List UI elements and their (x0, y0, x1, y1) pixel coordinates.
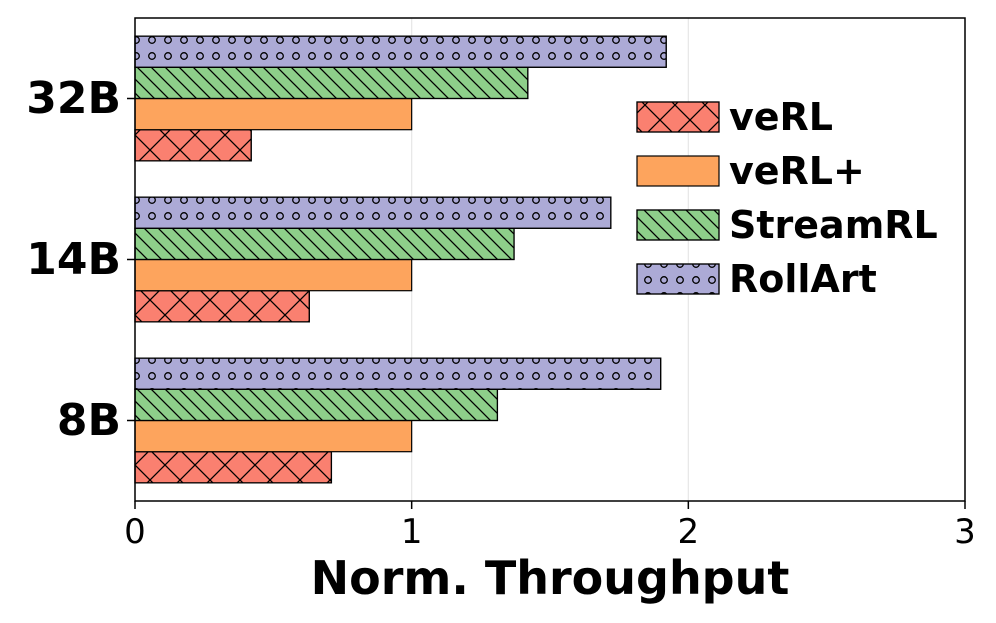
y-tick-label-32b: 32B (26, 73, 121, 124)
bar-streamrl-14b-hatch (134, 227, 515, 261)
x-axis-title: Norm. Throughput (311, 551, 790, 605)
legend: veRL veRL+ StreamRL RollArt (636, 95, 938, 301)
bar-verl-14b-hatch (134, 290, 310, 323)
x-tick-label-0: 0 (124, 512, 146, 552)
bar-rollart-32b-hatch (134, 35, 667, 68)
legend-verl-label: veRL+ (729, 149, 865, 193)
bar-streamrl-32b-hatch (134, 66, 529, 100)
y-axis-category-labels: 8B 14B 32B (26, 73, 135, 446)
x-axis-ticks: 0 1 2 3 (124, 501, 976, 552)
bar-verl-14b (134, 258, 413, 292)
legend-verl-swatch-hatch (636, 101, 720, 133)
bar-verl-8b (134, 419, 413, 453)
legend-streamrl-swatch-hatch (636, 209, 720, 241)
legend-verl-swatch (636, 155, 720, 187)
bar-verl-32b (134, 97, 413, 131)
bar-rollart-14b-hatch (134, 196, 612, 229)
x-tick-label-2: 2 (678, 512, 700, 552)
legend-streamrl-label: StreamRL (729, 203, 938, 247)
x-tick-label-1: 1 (401, 512, 423, 552)
bars (134, 35, 667, 484)
y-tick-label-8b: 8B (57, 395, 121, 446)
bar-rollart-8b-hatch (134, 357, 662, 390)
legend-rollart-swatch-hatch (636, 263, 720, 295)
legend-verl-label: veRL (729, 95, 833, 139)
y-tick-label-14b: 14B (26, 234, 121, 285)
bar-verl-32b-hatch (134, 129, 252, 162)
bar-verl-8b-hatch (134, 451, 333, 484)
bar-streamrl-8b-hatch (134, 388, 499, 422)
legend-rollart-label: RollArt (729, 257, 877, 301)
x-tick-label-3: 3 (954, 512, 976, 552)
